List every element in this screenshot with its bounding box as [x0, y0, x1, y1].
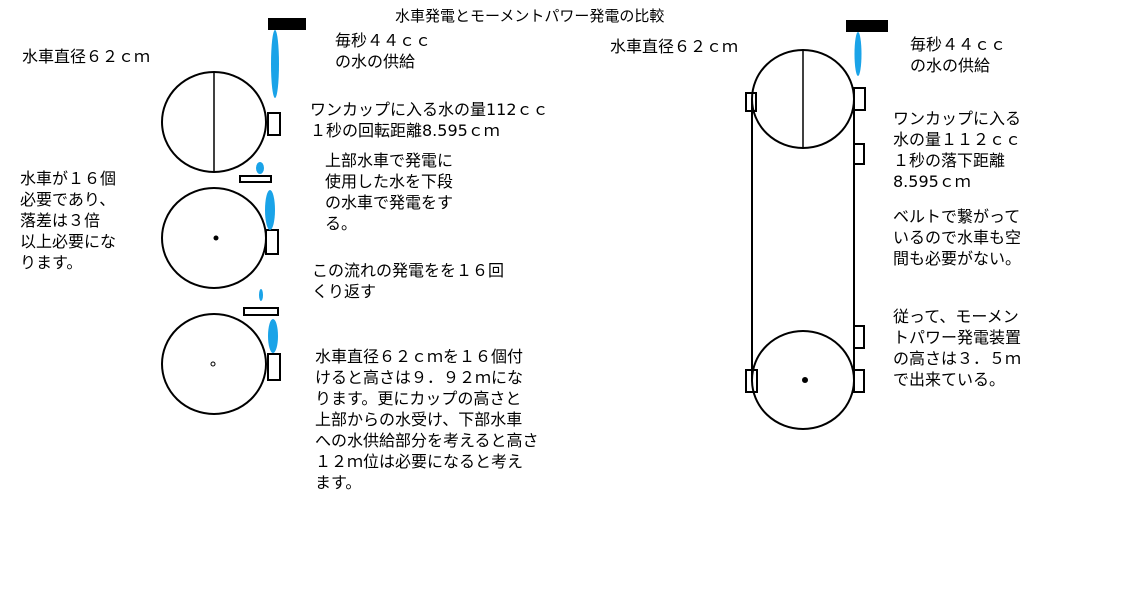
- left-water-stream-2: [265, 190, 275, 230]
- left-water-drop-1: [256, 162, 264, 174]
- right-belt-note: ベルトで繋がって いるので水車も空 間も必要がない。: [893, 207, 1022, 268]
- left-water-flow: [256, 30, 279, 353]
- left-height-note: 水車直径６２ｃｍを１６個付 けると高さは９．９２ｍにな ります。更にカップの高さ…: [315, 347, 539, 492]
- right-cup-5: [853, 369, 865, 393]
- left-wheel-stack: [161, 18, 306, 415]
- right-cup-3: [853, 143, 865, 165]
- right-wheel-bottom-hub: [802, 377, 808, 383]
- left-water-stream: [271, 30, 279, 98]
- right-diameter-label: 水車直径６２ｃｍ: [610, 37, 739, 56]
- left-tray-1: [239, 175, 272, 183]
- left-wheel-bottom: [161, 313, 267, 415]
- left-wheel-bottom-cup: [267, 353, 281, 381]
- left-supply-label: 毎秒４４ｃｃ の水の供給: [335, 31, 432, 71]
- right-water-stream: [854, 32, 862, 76]
- left-faucet: [268, 18, 306, 30]
- left-wheel-middle-hub: [213, 235, 219, 241]
- left-count-note: 水車が１６個 必要であり、 落差は３倍 以上必要にな ります。: [20, 169, 117, 272]
- right-supply-label: 毎秒４４ｃｃ の水の供給: [910, 35, 1007, 75]
- left-wheel-middle-cup: [265, 229, 279, 255]
- left-wheel-top-cup: [267, 112, 281, 136]
- left-water-stream-3: [268, 319, 278, 353]
- right-cup-6: [745, 369, 758, 393]
- right-cup-1: [745, 92, 757, 112]
- right-faucet: [846, 20, 888, 32]
- left-repeat-note: この流れの発電をを１６回 くり返す: [312, 261, 505, 301]
- left-cup-info: ワンカップに入る水の量112ｃｃ １秒の回転距離8.595ｃｍ: [310, 100, 549, 140]
- left-wheel-bottom-hub: [210, 361, 216, 367]
- right-conclusion: 従って、モーメン トパワー発電装置 の高さは３．５ｍ で出来ている。: [893, 307, 1022, 389]
- right-cup-4: [853, 325, 865, 349]
- left-diameter-label: 水車直径６２ｃｍ: [22, 47, 151, 66]
- right-belt-system: [745, 20, 888, 430]
- left-tray-2: [243, 307, 279, 316]
- left-water-drop-2: [259, 289, 263, 301]
- right-water-flow: [854, 32, 862, 76]
- left-reuse-note: 上部水車で発電に 使用した水を下段 の水車で発電をす る。: [325, 151, 454, 233]
- right-cup-info: ワンカップに入る 水の量１１２ｃｃ １秒の落下距離 8.595ｃｍ: [893, 109, 1022, 191]
- right-cup-2: [853, 87, 866, 111]
- diagram-title: 水車発電とモーメントパワー発電の比較: [395, 7, 665, 25]
